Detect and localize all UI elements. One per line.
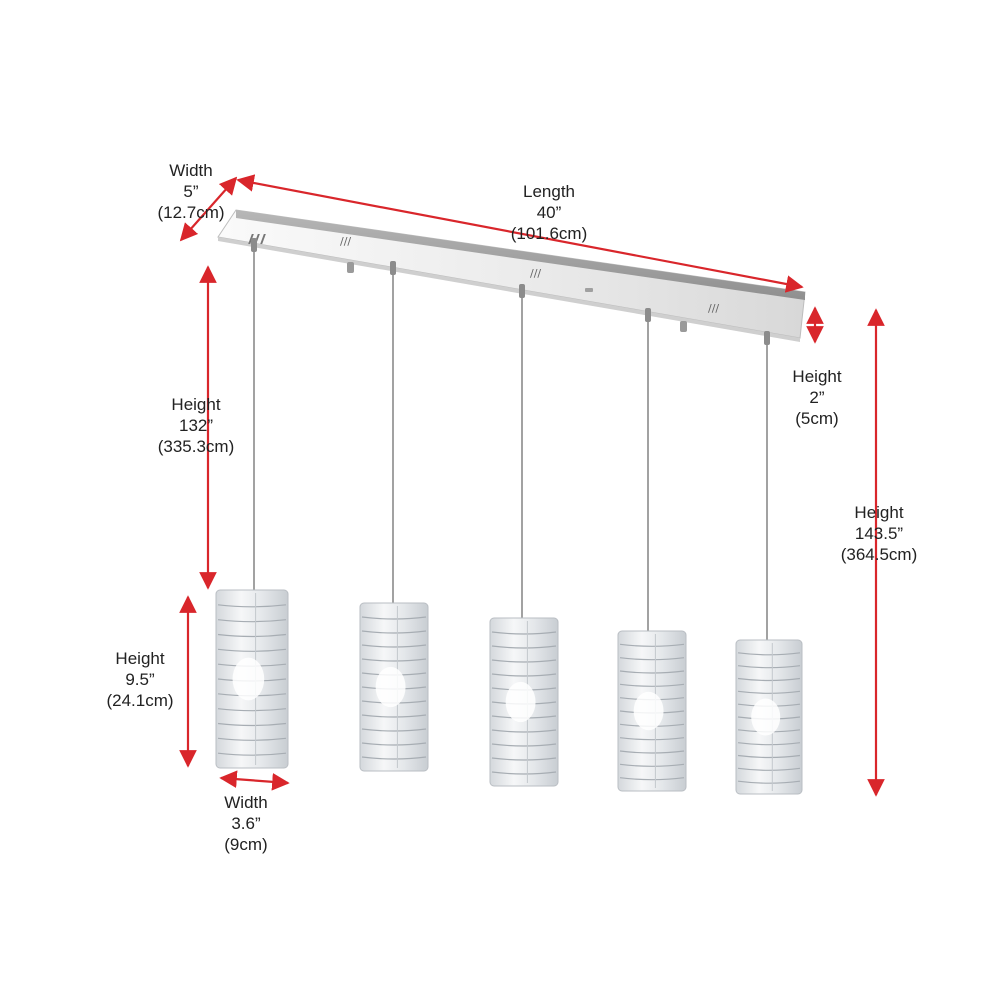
overall-height-label: Height 143.5” (364.5cm)	[841, 502, 918, 565]
pendant-cords	[253, 245, 768, 642]
dimension-arrows	[179, 174, 885, 797]
crystal-shade	[617, 630, 687, 792]
base-width-label: Width 5” (12.7cm)	[157, 160, 224, 223]
base-width-imperial: 5”	[183, 182, 199, 201]
length-imperial: 40”	[536, 203, 562, 222]
shade-height-metric: (24.1cm)	[106, 691, 174, 710]
cord-height-label: Height 132” (335.3cm)	[158, 394, 235, 457]
base-width-caption: Width	[169, 161, 213, 180]
cord-height-metric: (335.3cm)	[157, 437, 235, 456]
shade-width-imperial: 3.6”	[231, 814, 261, 833]
canopy-height-label: Height 2” (5cm)	[792, 366, 841, 429]
overall-height-imperial: 143.5”	[854, 524, 904, 543]
overall-height-caption: Height	[854, 503, 904, 522]
shade-width-metric: (9cm)	[224, 835, 268, 854]
svg-text:///: ///	[340, 235, 351, 248]
crystal-shade	[735, 639, 803, 795]
base-width-metric: (12.7cm)	[157, 203, 225, 222]
shade-height-imperial: 9.5”	[125, 670, 155, 689]
crystal-shades	[215, 589, 803, 795]
svg-text:///: ///	[708, 302, 719, 315]
crystal-shade	[489, 617, 559, 787]
shade-height-caption: Height	[115, 649, 165, 668]
svg-text:///: ///	[530, 267, 541, 280]
canopy-height-imperial: 2”	[809, 388, 825, 407]
crystal-shade	[215, 589, 289, 769]
cord-height-imperial: 132”	[178, 416, 214, 435]
canopy-height-metric: (5cm)	[795, 409, 839, 428]
length-caption: Length	[523, 182, 575, 201]
crystal-shade	[359, 602, 429, 772]
length-label: Length 40” (101.6cm)	[511, 181, 588, 244]
shade-height-label: Height 9.5” (24.1cm)	[106, 648, 173, 711]
shade-width-label: Width 3.6” (9cm)	[224, 792, 267, 855]
canopy-height-caption: Height	[792, 367, 842, 386]
cord-height-caption: Height	[171, 395, 221, 414]
shade-width-caption: Width	[224, 793, 268, 812]
overall-height-metric: (364.5cm)	[840, 545, 918, 564]
length-metric: (101.6cm)	[510, 224, 588, 243]
